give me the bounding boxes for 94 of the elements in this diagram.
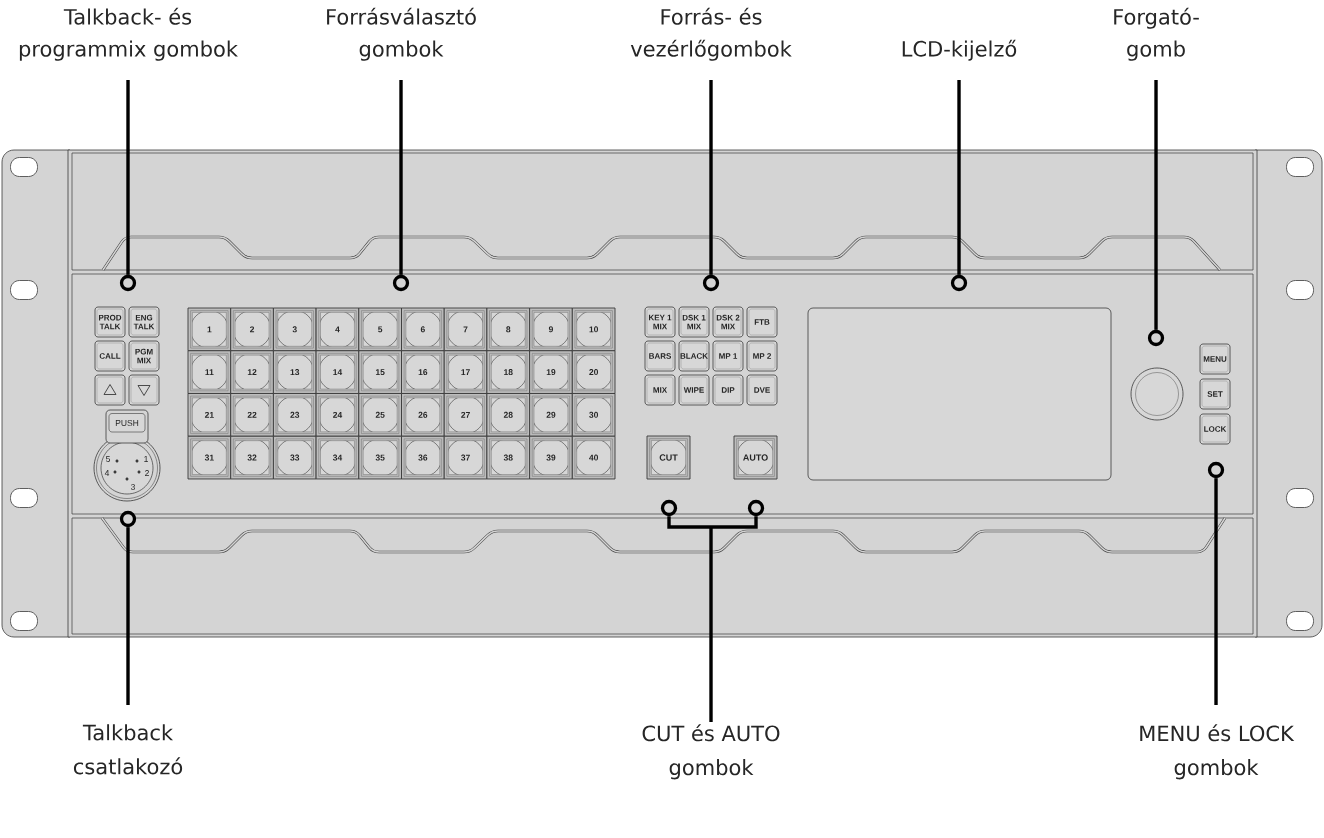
key-button: 25: [358, 393, 402, 437]
key-button: 1: [187, 307, 232, 352]
key-button: 40: [571, 435, 616, 480]
leader-line: [126, 80, 130, 275]
key-button: 29: [529, 393, 573, 437]
key-button: 35: [358, 435, 402, 480]
leader-line: [667, 516, 758, 722]
button: KEY 1 MIX: [644, 306, 676, 338]
button: MP 1: [712, 340, 744, 372]
leader-line: [1214, 478, 1218, 705]
callout-label: Forrásválasztó gombok: [327, 7, 476, 61]
button: DIP: [712, 374, 744, 406]
callout-marker: [660, 499, 678, 517]
key-button: 11: [187, 350, 232, 394]
callout-marker: [1207, 461, 1225, 479]
button: WIPE: [678, 374, 710, 406]
callout-marker: [950, 274, 968, 292]
key-button: 15: [358, 350, 402, 394]
button: LOCK: [1199, 413, 1231, 445]
pin-number: 1: [144, 456, 148, 462]
key-button: 18: [486, 350, 531, 394]
key-button: 32: [230, 435, 274, 480]
callout-marker: [119, 274, 137, 292]
key-button: 39: [529, 435, 573, 480]
button: DVE: [746, 374, 778, 406]
key-button: 5: [358, 307, 402, 352]
key-button: 20: [571, 350, 616, 394]
callout-label: MENU és LOCK gombok: [1140, 724, 1295, 780]
callout-marker: [119, 510, 137, 528]
callout-label: LCD-kijelző: [902, 39, 1017, 61]
key-button: 19: [529, 350, 573, 394]
key-button: 28: [486, 393, 531, 437]
key-button: 23: [272, 393, 317, 437]
callout-label: Talkback csatlakozó: [73, 724, 183, 775]
key-button: 17: [443, 350, 488, 394]
key-button: 22: [230, 393, 274, 437]
button: MIX: [644, 374, 676, 406]
callout-marker: [392, 274, 410, 292]
button: FTB: [746, 306, 778, 338]
leader-line: [957, 80, 961, 275]
button: DSK 1 MIX: [678, 306, 710, 338]
key-button: 33: [272, 435, 317, 480]
callout-marker: [747, 499, 765, 517]
button: SET: [1199, 378, 1231, 410]
leader-line: [1154, 80, 1158, 330]
button: [128, 374, 160, 406]
button: BARS: [644, 340, 676, 372]
button: ENG TALK: [128, 306, 160, 338]
button: MP 2: [746, 340, 778, 372]
push-latch: PUSH: [105, 409, 149, 444]
button: DSK 2 MIX: [712, 306, 744, 338]
key-button: 16: [401, 350, 445, 394]
pin-number: 2: [145, 470, 149, 476]
key-button: 14: [315, 350, 360, 394]
callout-marker: [1147, 329, 1165, 347]
callout-label: CUT és AUTO gombok: [642, 724, 780, 780]
key-button: 12: [230, 350, 274, 394]
key-button: 36: [401, 435, 445, 480]
key-button: AUTO: [733, 435, 778, 480]
key-button: 6: [401, 307, 445, 352]
key-button: 26: [401, 393, 445, 437]
key-button: 37: [443, 435, 488, 480]
key-button: 10: [571, 307, 616, 352]
key-button: 2: [230, 307, 274, 352]
pin-number: 4: [104, 470, 110, 476]
key-button: 30: [571, 393, 616, 437]
key-button: 34: [315, 435, 360, 480]
key-button: 27: [443, 393, 488, 437]
key-button: CUT: [646, 435, 691, 480]
leader-line: [399, 80, 403, 275]
pin-number: 3: [130, 484, 135, 490]
key-button: 38: [486, 435, 531, 480]
leader-line: [126, 527, 130, 705]
button: PROD TALK: [94, 306, 126, 338]
key-button: 31: [187, 435, 232, 480]
callout-label: Forgató- gomb: [1114, 7, 1199, 61]
key-button: 9: [529, 307, 573, 352]
button: CALL: [94, 340, 126, 372]
pin-number: 5: [106, 456, 110, 462]
key-button: 4: [315, 307, 360, 352]
key-button: 8: [486, 307, 531, 352]
callout-label: Talkback- és programmix gombok: [19, 7, 238, 61]
key-button: 24: [315, 393, 360, 437]
key-button: 3: [272, 307, 317, 352]
button: PGM MIX: [128, 340, 160, 372]
button: MENU: [1199, 343, 1231, 375]
button: BLACK: [678, 340, 710, 372]
callout-label: Forrás- és vezérlőgombok: [630, 7, 792, 61]
leader-line: [709, 80, 713, 275]
key-button: 13: [272, 350, 317, 394]
key-button: 7: [443, 307, 488, 352]
key-button: 21: [187, 393, 232, 437]
callout-marker: [702, 274, 720, 292]
button: [94, 374, 126, 406]
